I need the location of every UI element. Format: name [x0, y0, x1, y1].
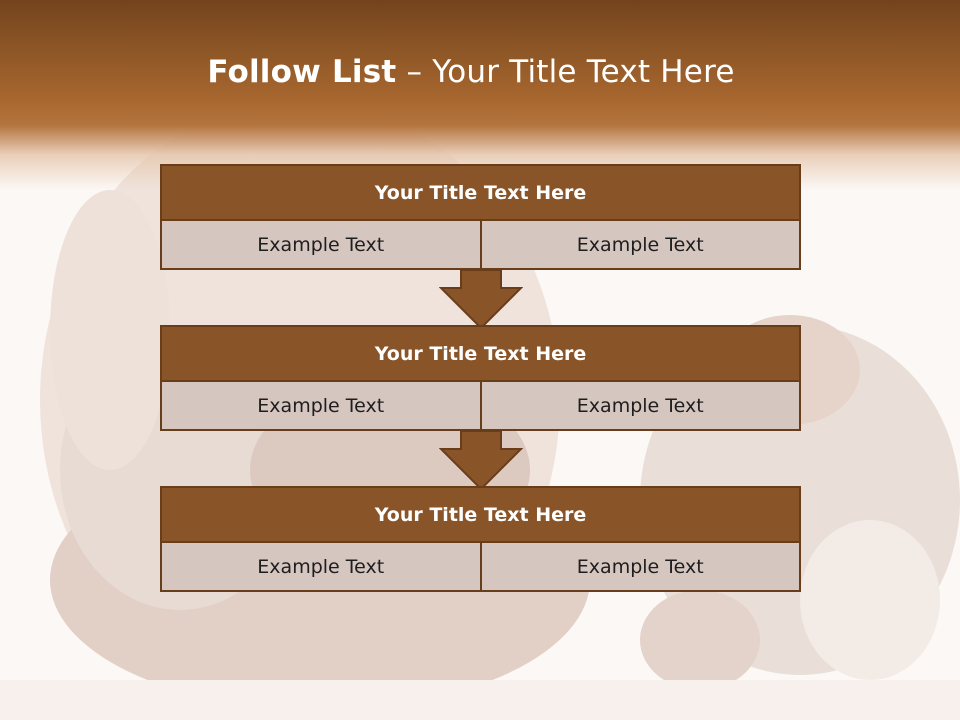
- step-3-cell-right: Example Text: [479, 543, 801, 592]
- step-2-cell-right: Example Text: [479, 382, 801, 431]
- step-2-cell-left: Example Text: [160, 382, 480, 431]
- step-2-row: Example Text Example Text: [160, 382, 801, 431]
- step-3-cell-left: Example Text: [160, 543, 480, 592]
- slide-title: Follow List – Your Title Text Here: [0, 54, 942, 90]
- step-3-title: Your Title Text Here: [160, 486, 801, 543]
- slide-title-rest: – Your Title Text Here: [396, 54, 735, 90]
- down-arrow-icon: [439, 270, 523, 330]
- slide-title-bold: Follow List: [207, 54, 397, 90]
- step-1-title: Your Title Text Here: [160, 164, 801, 221]
- step-2-title: Your Title Text Here: [160, 325, 801, 382]
- step-1-cell-left: Example Text: [160, 221, 480, 270]
- header-band: [0, 0, 960, 190]
- down-arrow-icon: [439, 431, 523, 491]
- step-3: Your Title Text Here Example Text Exampl…: [160, 486, 801, 592]
- step-1-row: Example Text Example Text: [160, 221, 801, 270]
- step-2: Your Title Text Here Example Text Exampl…: [160, 325, 801, 431]
- step-1: Your Title Text Here Example Text Exampl…: [160, 164, 801, 270]
- step-3-row: Example Text Example Text: [160, 543, 801, 592]
- step-1-cell-right: Example Text: [479, 221, 801, 270]
